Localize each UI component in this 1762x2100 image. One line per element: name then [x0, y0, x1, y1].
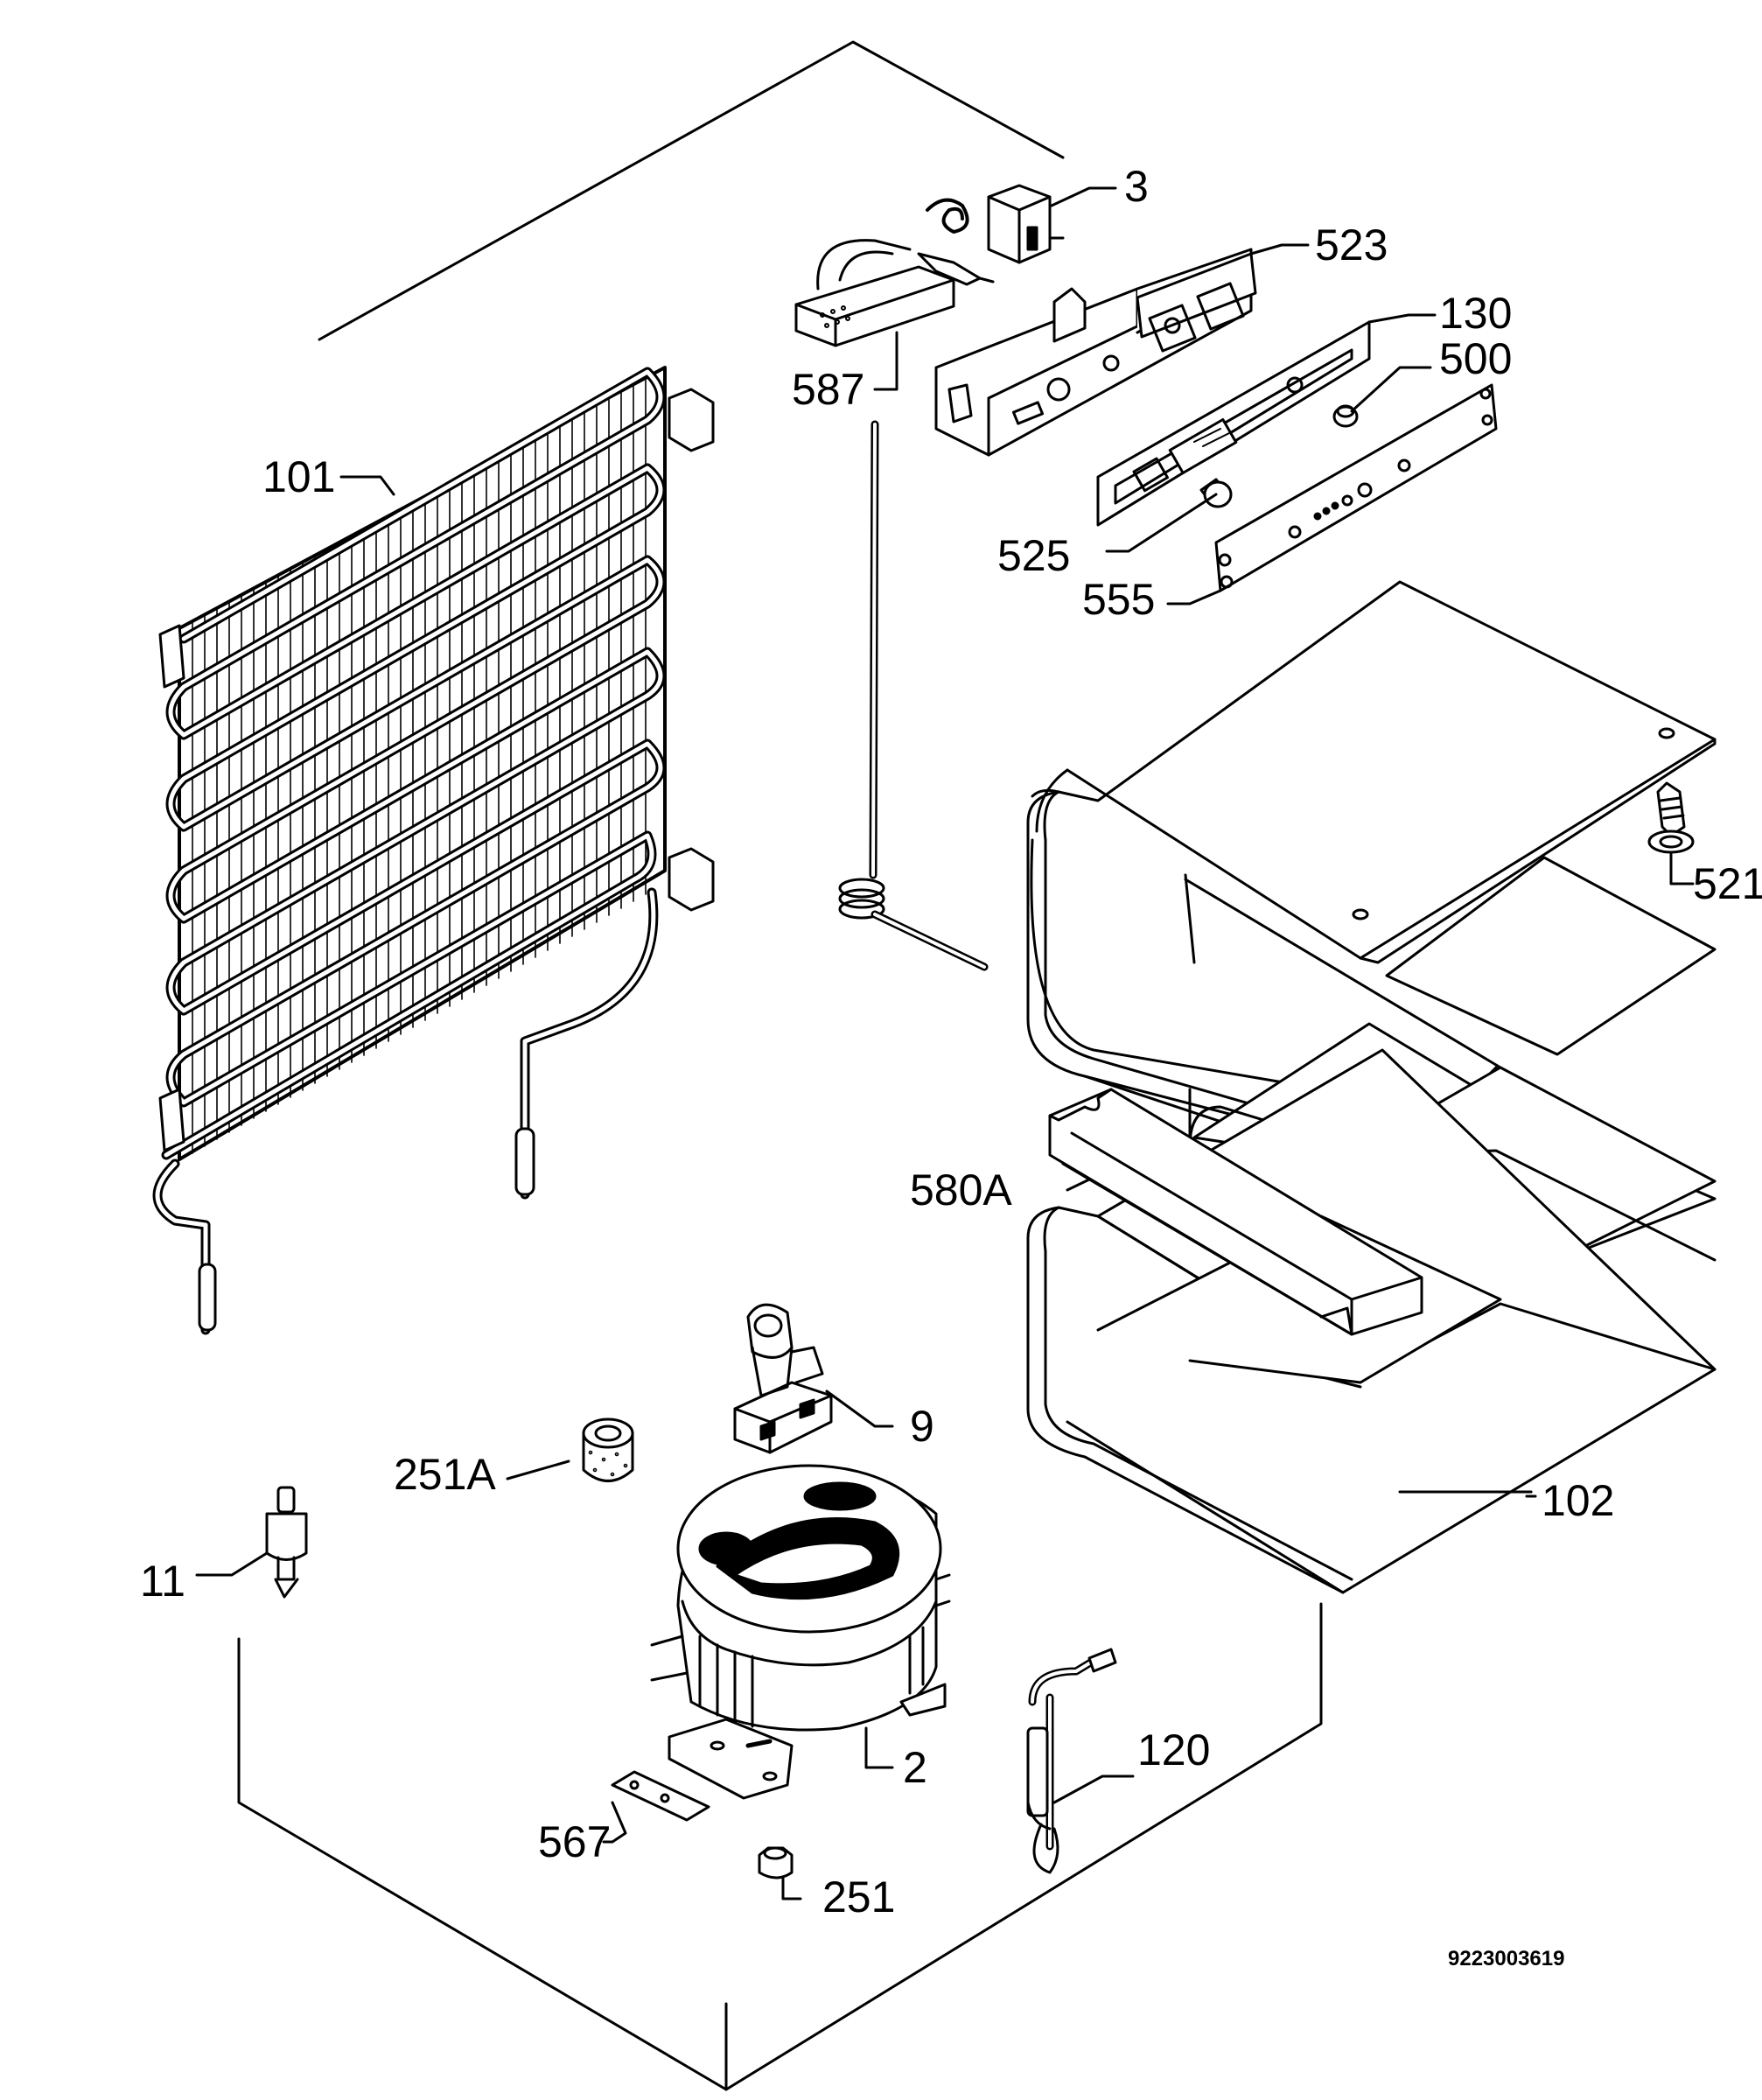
- mounting-plate: [611, 1770, 710, 1822]
- compressor: [650, 1464, 951, 1800]
- callout-11: 11: [140, 1557, 185, 1606]
- condenser: [152, 366, 715, 1335]
- filter-drier: [1026, 1648, 1117, 1874]
- callout-251a: 251A: [394, 1450, 496, 1499]
- callout-521: 521: [1693, 859, 1762, 908]
- capillary-tube: [838, 420, 989, 971]
- callout-525: 525: [997, 531, 1071, 580]
- grommet-lower: [758, 1846, 794, 1880]
- shelf-unit: [1026, 580, 1717, 1594]
- callout-3: 3: [1124, 162, 1149, 211]
- callout-2: 2: [903, 1743, 927, 1792]
- fascia-cover: [1214, 383, 1498, 592]
- callout-567: 567: [538, 1817, 612, 1866]
- thermostat: [794, 239, 995, 347]
- cabinet-outline: [237, 40, 1323, 2091]
- grommet-upper: [582, 1418, 634, 1482]
- leader-lines: [195, 186, 1695, 1900]
- callout-251: 251: [822, 1872, 896, 1922]
- relay: [926, 184, 1065, 264]
- callout-9: 9: [910, 1402, 934, 1451]
- callout-120: 120: [1137, 1726, 1211, 1774]
- callout-555: 555: [1082, 575, 1156, 624]
- callout-523: 523: [1315, 220, 1388, 270]
- callout-587: 587: [792, 365, 865, 414]
- drain-plug: [265, 1486, 308, 1599]
- starter-clamp: [733, 1303, 833, 1454]
- callout-130: 130: [1439, 289, 1513, 338]
- control-housing: [934, 248, 1257, 457]
- fascia-frame: [1096, 320, 1371, 527]
- callout-102: 102: [1542, 1476, 1615, 1525]
- document-number: 9223003619: [1448, 1947, 1565, 1970]
- callout-580a: 580A: [910, 1166, 1012, 1214]
- crisper-cover: [1048, 1088, 1423, 1336]
- screw: [1647, 781, 1695, 854]
- light-button: [1199, 478, 1233, 508]
- callout-101: 101: [262, 452, 336, 501]
- callout-500: 500: [1439, 334, 1513, 383]
